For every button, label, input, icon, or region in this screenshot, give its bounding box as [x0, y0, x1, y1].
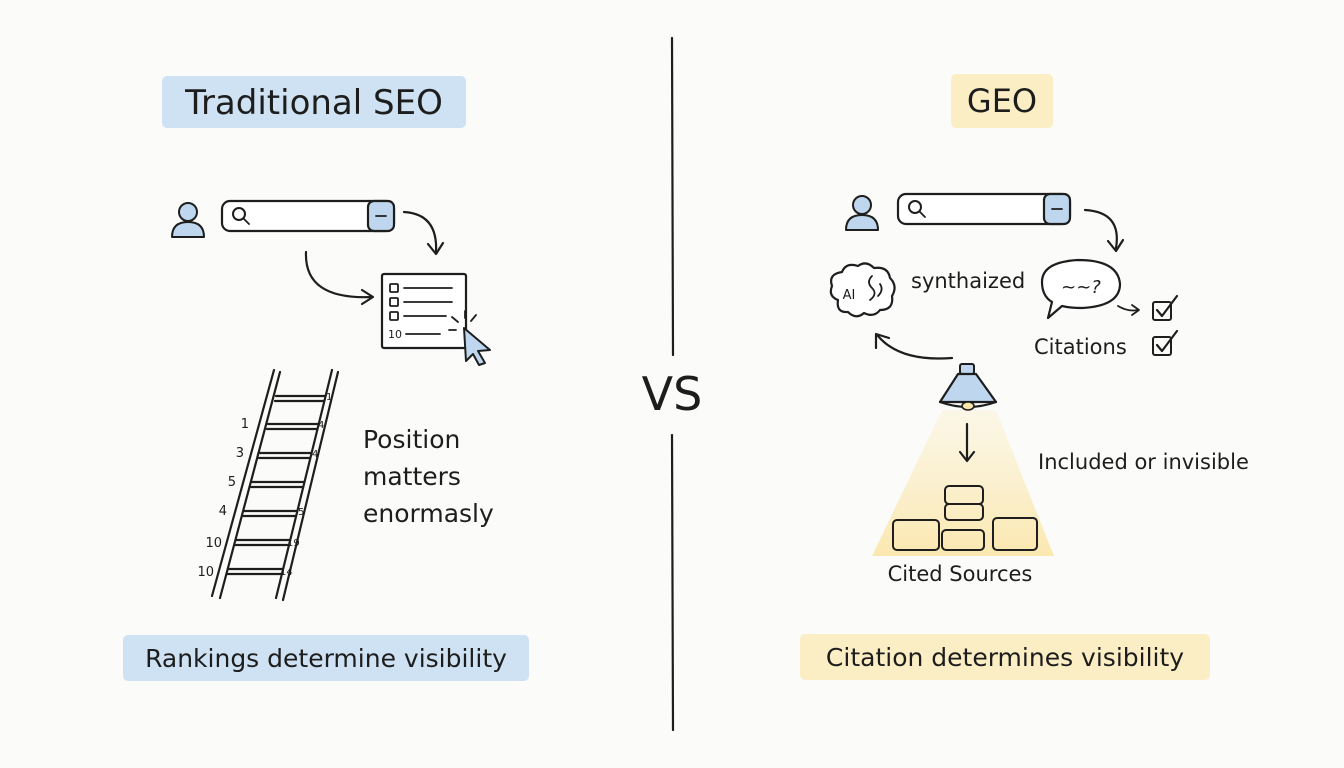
source-card [944, 503, 984, 521]
geo-panel: GEO AI synthaized [800, 74, 1249, 680]
ladder-left-numbers: 1 3 5 4 10 10 [197, 417, 249, 580]
ai-label: AI [843, 288, 856, 303]
divider-line-top [670, 36, 675, 357]
checkbox-icon [1152, 294, 1179, 321]
ladder-left-number: 4 [219, 504, 227, 519]
vs-label: VS [642, 367, 703, 421]
arrow-head-6 [958, 450, 976, 463]
note-line: matters [363, 462, 461, 491]
checkbox-icon [1152, 329, 1179, 356]
arrow-search-to-results [402, 210, 438, 254]
spotlight-lamp-icon [938, 363, 998, 411]
ladder-right-number: 19 [287, 538, 300, 549]
user-icon [171, 202, 205, 238]
ladder-left-number: 1 [241, 417, 249, 432]
geo-caption-highlight [800, 634, 1210, 680]
seo-title: Traditional SEO [184, 83, 443, 123]
seo-caption-highlight [123, 635, 529, 681]
ladder-left-number: 10 [205, 536, 222, 551]
citations-label: Citations [1034, 335, 1127, 359]
arrow-head-3 [1106, 238, 1125, 253]
note-line: enormasly [363, 499, 494, 528]
included-label: Included or invisible [1038, 450, 1249, 474]
ai-brain-icon [829, 262, 896, 318]
ladder-rungs [225, 394, 327, 576]
search-bar [896, 192, 1072, 226]
ladder-right-number: 1 [326, 392, 332, 403]
ladder-rail-right-outer [274, 368, 334, 600]
position-note: Position matters enormasly [363, 425, 494, 528]
source-card [992, 517, 1038, 551]
arrow-head-4 [1131, 304, 1140, 316]
arrow-lamp-to-ai [876, 334, 954, 360]
arrow-to-results-list [304, 250, 374, 299]
spotlight-beam [872, 410, 1054, 556]
arrow-head-5 [874, 332, 891, 350]
user-icon [845, 195, 879, 231]
seo-caption: Rankings determine visibility [145, 644, 507, 673]
answer-bubble-icon [1040, 258, 1122, 320]
seo-title-highlight [162, 76, 466, 128]
search-icon [232, 207, 250, 225]
bubble-text: ~~? [1061, 277, 1101, 298]
source-card [941, 529, 985, 551]
ladder-rail-left-outer [210, 368, 276, 598]
ladder-left-number: 5 [228, 475, 236, 490]
results-last-item-label: 10 [388, 328, 402, 341]
geo-title: GEO [967, 82, 1037, 120]
search-bar [220, 199, 396, 233]
ladder-right-number: 4 [312, 449, 318, 460]
geo-caption: Citation determines visibility [826, 643, 1184, 672]
geo-title-highlight [951, 74, 1053, 128]
search-icon [908, 200, 926, 218]
ladder-right-number: 5 [298, 507, 304, 518]
ladder-right-number: 14 [280, 567, 293, 578]
synthesized-label: synthaized [911, 269, 1025, 293]
source-card [892, 519, 940, 551]
ladder-rail-left-inner [218, 370, 282, 600]
ladder-left-number: 10 [197, 565, 214, 580]
source-cards [892, 485, 1038, 551]
results-list: 10 [380, 272, 468, 350]
ladder: 1 3 5 4 10 10 1 4 4 5 19 14 [197, 368, 340, 602]
divider-line-bottom [670, 433, 675, 732]
ladder-right-number: 4 [318, 420, 324, 431]
ladder-left-number: 3 [236, 446, 244, 461]
ladder-rail-right-inner [281, 370, 340, 602]
arrow-search-to-answer [1083, 208, 1118, 250]
center-divider: VS [642, 36, 703, 732]
cursor-icon [448, 310, 491, 366]
arrow-bubble-to-citation [1117, 305, 1139, 312]
cited-sources-label: Cited Sources [888, 562, 1033, 586]
seo-panel: Traditional SEO [123, 76, 529, 681]
arrow-head-1 [426, 241, 445, 256]
note-line: Position [363, 425, 460, 454]
ladder-right-numbers: 1 4 4 5 19 14 [280, 392, 332, 578]
arrow-head-2 [360, 288, 375, 306]
